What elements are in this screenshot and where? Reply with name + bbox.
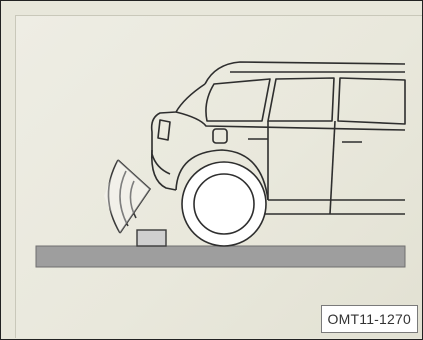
- figure-code-label: OMT11-1270: [321, 305, 418, 333]
- rear-wheel: [182, 162, 266, 246]
- obstacle-block: [137, 230, 166, 246]
- sensor-wave-fill: [104, 160, 150, 233]
- road-surface: [36, 246, 405, 267]
